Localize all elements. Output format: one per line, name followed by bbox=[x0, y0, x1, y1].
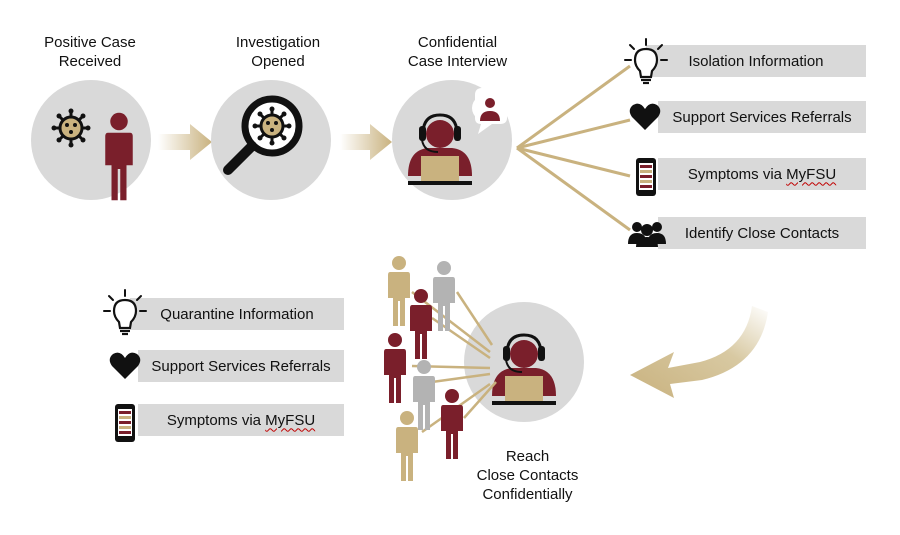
pill-label: Quarantine Information bbox=[160, 305, 314, 323]
right-arrow-icon bbox=[340, 124, 392, 160]
phone-icon bbox=[115, 404, 135, 442]
heart-icon bbox=[109, 352, 141, 379]
lightbulb-icon bbox=[623, 37, 669, 85]
magnifier-icon bbox=[223, 95, 303, 175]
right-arrow-icon bbox=[158, 124, 212, 160]
reach-contacts-title: Reach Close Contacts Confidentially bbox=[476, 448, 579, 503]
speech-bubble-icon bbox=[472, 88, 508, 134]
investigation-title: Investigation Opened bbox=[235, 34, 321, 70]
heart-icon bbox=[629, 103, 661, 130]
pill-label: Identify Close Contacts bbox=[684, 224, 840, 242]
investigation-circle bbox=[211, 80, 331, 200]
identify-contacts-pill: Identify Close Contacts bbox=[658, 217, 866, 249]
pill-label: Support Services Referrals bbox=[151, 357, 331, 375]
symptoms-myfsu-pill: Symptoms via MyFSU bbox=[658, 158, 866, 190]
support-referrals-pill: Support Services Referrals bbox=[138, 350, 344, 382]
reach-contacts-circle bbox=[464, 302, 584, 422]
people-group-icon bbox=[628, 222, 666, 247]
quarantine-info-pill: Quarantine Information bbox=[130, 298, 344, 330]
interview-circle bbox=[392, 80, 512, 200]
phone-icon bbox=[636, 158, 656, 196]
symptoms-myfsu-pill: Symptoms via MyFSU bbox=[138, 404, 344, 436]
support-referrals-pill: Support Services Referrals bbox=[658, 101, 866, 133]
pill-label: Symptoms via MyFSU bbox=[166, 411, 316, 429]
interview-title: Confidential Case Interview bbox=[407, 34, 508, 70]
connector-lines bbox=[516, 64, 631, 232]
lightbulb-icon bbox=[102, 288, 148, 336]
pill-label: Isolation Information bbox=[688, 52, 824, 70]
positive-case-circle bbox=[31, 80, 151, 201]
curved-arrow-icon bbox=[630, 306, 768, 398]
pill-label: Symptoms via MyFSU bbox=[687, 165, 837, 183]
pill-label: Support Services Referrals bbox=[672, 108, 852, 126]
isolation-info-pill: Isolation Information bbox=[646, 45, 866, 77]
positive-case-title: Positive Case Received bbox=[44, 34, 136, 70]
